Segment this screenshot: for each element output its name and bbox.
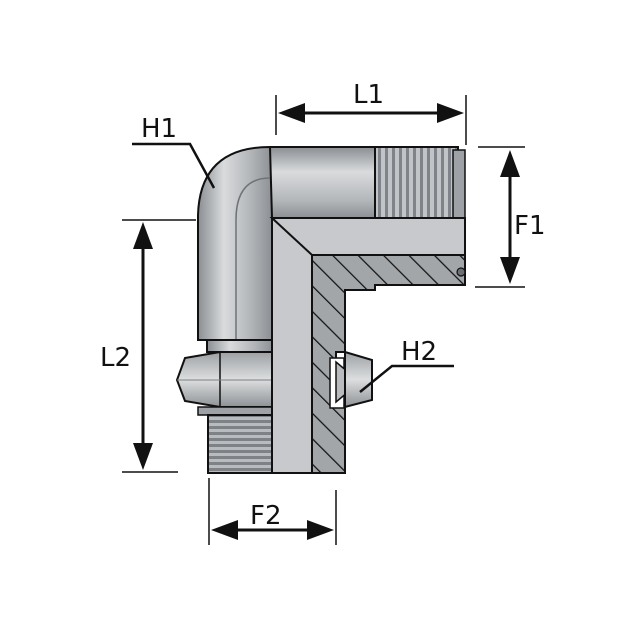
hex-nut: [175, 351, 273, 408]
elbow-horizontal-arm: [269, 146, 376, 219]
label-h1: H1: [141, 114, 177, 144]
elbow-bend: [197, 145, 273, 341]
label-l1: L1: [353, 80, 384, 110]
cross-section: [269, 217, 466, 474]
fitting-body: [175, 145, 466, 474]
label-f1: F1: [514, 211, 546, 241]
bottom-thread: [207, 414, 273, 474]
label-l2: L2: [100, 343, 131, 373]
label-f2: F2: [250, 501, 282, 531]
dimension-lines: [122, 95, 525, 545]
label-h2: H2: [401, 337, 437, 367]
